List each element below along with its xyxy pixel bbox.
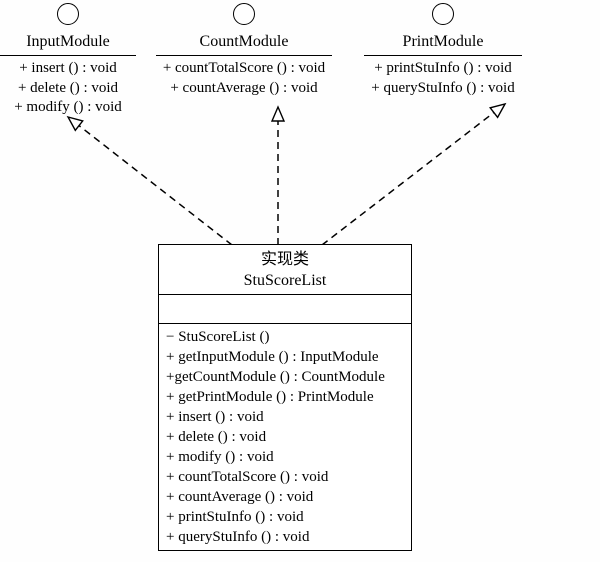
class-method: + modify () : void — [166, 449, 274, 465]
lollipop-interface-icon — [432, 3, 454, 25]
triangle-arrowhead-icon — [488, 102, 507, 119]
interface-method: + queryStuInfo () : void — [371, 79, 515, 96]
interface-method: + printStuInfo () : void — [374, 60, 512, 76]
interface-separator — [156, 55, 332, 56]
class-attributes-compartment — [159, 295, 411, 324]
interface-printmodule: PrintModule + printStuInfo () : void + q… — [364, 0, 522, 98]
lollipop-interface-icon — [57, 3, 79, 25]
class-method: +getCountModule () : CountModule — [166, 369, 385, 385]
class-method: + countAverage () : void — [166, 489, 314, 505]
interface-separator — [364, 55, 522, 56]
class-name: StuScoreList — [243, 272, 327, 289]
interface-separator — [0, 55, 136, 56]
realization-arrow-line — [321, 111, 495, 246]
interface-name: PrintModule — [402, 33, 484, 50]
class-stereotype: 实现类 — [260, 251, 309, 268]
class-method: + countTotalScore () : void — [166, 469, 329, 485]
interface-method: + modify () : void — [14, 99, 122, 115]
interface-inputmodule: InputModule + insert () : void + delete … — [0, 0, 136, 118]
lollipop-interface-icon — [233, 3, 255, 25]
interface-countmodule: CountModule + countTotalScore () : void … — [156, 0, 332, 98]
interface-method: + countTotalScore () : void — [162, 60, 326, 76]
class-method: + insert () : void — [166, 409, 264, 425]
interface-method: + insert () : void — [19, 60, 117, 76]
interface-method: + delete () : void — [17, 79, 119, 96]
realization-arrow-line — [78, 125, 233, 246]
interface-method-list: + insert () : void + delete () : void + … — [0, 56, 136, 118]
class-method: + queryStuInfo () : void — [166, 529, 310, 545]
class-title-compartment: 实现类 StuScoreList — [159, 245, 411, 295]
class-box-stuscorelist: 实现类 StuScoreList − StuScoreList () + get… — [158, 244, 412, 551]
triangle-arrowhead-icon — [270, 105, 286, 122]
class-method: − StuScoreList () — [166, 329, 270, 345]
interface-method-list: + countTotalScore () : void + countAvera… — [156, 56, 332, 98]
class-method: + delete () : void — [166, 429, 267, 445]
interface-name: CountModule — [199, 33, 289, 50]
class-method: + getPrintModule () : PrintModule — [166, 389, 374, 405]
triangle-arrowhead-icon — [66, 115, 84, 132]
interface-method: + countAverage () : void — [170, 79, 318, 96]
interface-name: InputModule — [26, 33, 110, 50]
class-method: + getInputModule () : InputModule — [166, 349, 379, 365]
class-method: + printStuInfo () : void — [166, 509, 304, 525]
class-methods-compartment: − StuScoreList () + getInputModule () : … — [159, 324, 411, 550]
interface-method-list: + printStuInfo () : void + queryStuInfo … — [364, 56, 522, 98]
